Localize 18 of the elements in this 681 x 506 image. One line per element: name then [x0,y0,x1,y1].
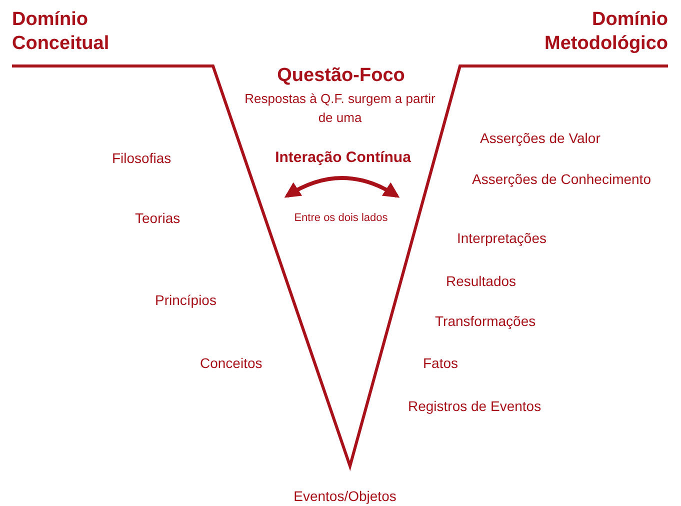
domain-item: Registros de Eventos [408,397,542,415]
domain-item: Filosofias [112,149,172,167]
domain-item: Interpretações [457,229,546,247]
domain-heading: Domínio Conceitual [12,8,110,56]
domain-item: Asserções de Valor [480,129,600,147]
domain-item: Princípios [155,291,216,309]
base-label: Eventos/Objetos [294,487,396,505]
domain-heading: Domínio Metodológico [544,8,668,56]
domain-item: Conceitos [200,354,262,372]
domain-item: Teorias [135,209,180,227]
domain-item: Transformações [435,312,536,330]
interaction-heading: Interação Contínua [275,148,411,168]
interaction-text: Entre os dois lados [294,211,388,225]
focus-question-heading: Questão-Foco [277,64,405,88]
focus-question-text: Respostas à Q.F. surgem a partir de uma [244,90,436,127]
domain-item: Fatos [423,354,458,372]
domain-item: Resultados [446,272,516,290]
domain-item: Asserções de Conhecimento [472,170,651,188]
